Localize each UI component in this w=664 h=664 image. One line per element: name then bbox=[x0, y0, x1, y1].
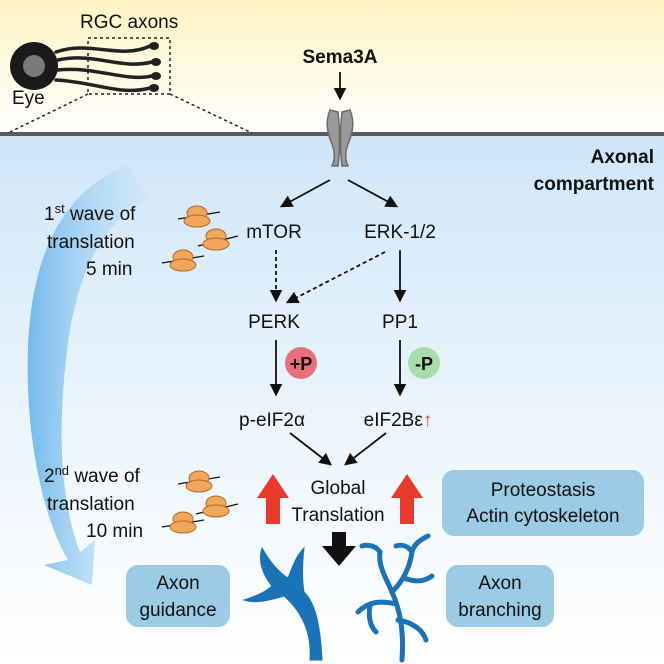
rgc-axons-label: RGC axons bbox=[80, 12, 178, 33]
arrow-eif2be-to-global bbox=[344, 432, 387, 466]
eye-label: Eye bbox=[12, 88, 45, 109]
branching-axon-icon bbox=[355, 533, 435, 663]
arrow-receptor-to-mtor bbox=[279, 179, 331, 208]
phosphorylation-badge bbox=[285, 347, 317, 379]
phosphorylation-label: +P bbox=[290, 354, 313, 374]
eye-icon bbox=[10, 42, 58, 90]
output-down-arrow bbox=[322, 532, 356, 566]
axon-branching-line1: Axon bbox=[478, 573, 521, 594]
axon-guidance-line1: Axon bbox=[156, 573, 199, 594]
ribosome-icon bbox=[197, 228, 239, 251]
proteostasis-line1: Proteostasis bbox=[491, 480, 596, 501]
ribosome-icon bbox=[161, 249, 205, 272]
arrow-receptor-to-erk bbox=[347, 179, 399, 208]
second-wave-sup: nd bbox=[55, 463, 69, 478]
zoom-box bbox=[87, 37, 171, 95]
increase-arrow-right bbox=[391, 474, 423, 524]
pp1-label: PP1 bbox=[382, 312, 418, 333]
axon-guidance-box bbox=[126, 565, 230, 627]
increase-arrow-left bbox=[257, 474, 289, 524]
first-wave-sup: st bbox=[55, 201, 66, 216]
first-wave-line3: 5 min bbox=[86, 259, 132, 280]
receptor-icon bbox=[326, 109, 354, 167]
zoom-line-left bbox=[7, 93, 89, 134]
first-wave-num: 1 bbox=[44, 204, 55, 225]
rgc-axons-icon bbox=[54, 44, 154, 93]
global-translation-line1: Global bbox=[311, 478, 366, 499]
ribosome-icon bbox=[177, 470, 221, 493]
second-wave-line3: 10 min bbox=[86, 521, 143, 542]
second-wave-line1: 2nd wave of bbox=[44, 463, 141, 487]
erk-label: ERK-1/2 bbox=[364, 222, 436, 243]
axon-branching-line2: branching bbox=[458, 600, 541, 621]
ribosome-icon bbox=[161, 511, 205, 534]
axon-branching-box bbox=[446, 565, 554, 627]
p-eif2a-label: p-eIF2α bbox=[239, 410, 305, 431]
eif2be-text: eIF2Bε bbox=[364, 410, 424, 431]
first-wave-line1: 1st wave of bbox=[44, 201, 136, 225]
compartment-label-line1: Axonal bbox=[591, 147, 654, 168]
global-translation-line2: Translation bbox=[291, 505, 384, 526]
proteostasis-box bbox=[442, 470, 644, 536]
compartment-label-line2: compartment bbox=[534, 174, 655, 195]
arrow-peif2a-to-global bbox=[289, 432, 332, 466]
eif2be-up-arrow: ↑ bbox=[423, 410, 433, 431]
second-wave-num: 2 bbox=[44, 466, 55, 487]
growth-cone-icon bbox=[242, 546, 323, 661]
axon-guidance-line2: guidance bbox=[139, 600, 216, 621]
ribosome-icon bbox=[177, 205, 221, 228]
translation-wave-arrow bbox=[27, 165, 150, 585]
second-wave-line2: translation bbox=[47, 494, 135, 515]
proteostasis-line2: Actin cytoskeleton bbox=[466, 506, 619, 527]
first-wave-line2: translation bbox=[47, 232, 135, 253]
mtor-label: mTOR bbox=[246, 222, 302, 243]
first-wave-rest: wave of bbox=[65, 204, 136, 225]
ribosome-icon bbox=[195, 495, 239, 518]
dephosphorylation-label: -P bbox=[415, 354, 433, 374]
growth-cones-icon bbox=[149, 42, 161, 92]
eif2be-label: eIF2Bε↑ bbox=[364, 410, 433, 431]
perk-label: PERK bbox=[248, 312, 300, 333]
sema3a-label: Sema3A bbox=[303, 47, 378, 68]
second-wave-rest: wave of bbox=[69, 466, 140, 487]
dephosphorylation-badge bbox=[408, 347, 440, 379]
